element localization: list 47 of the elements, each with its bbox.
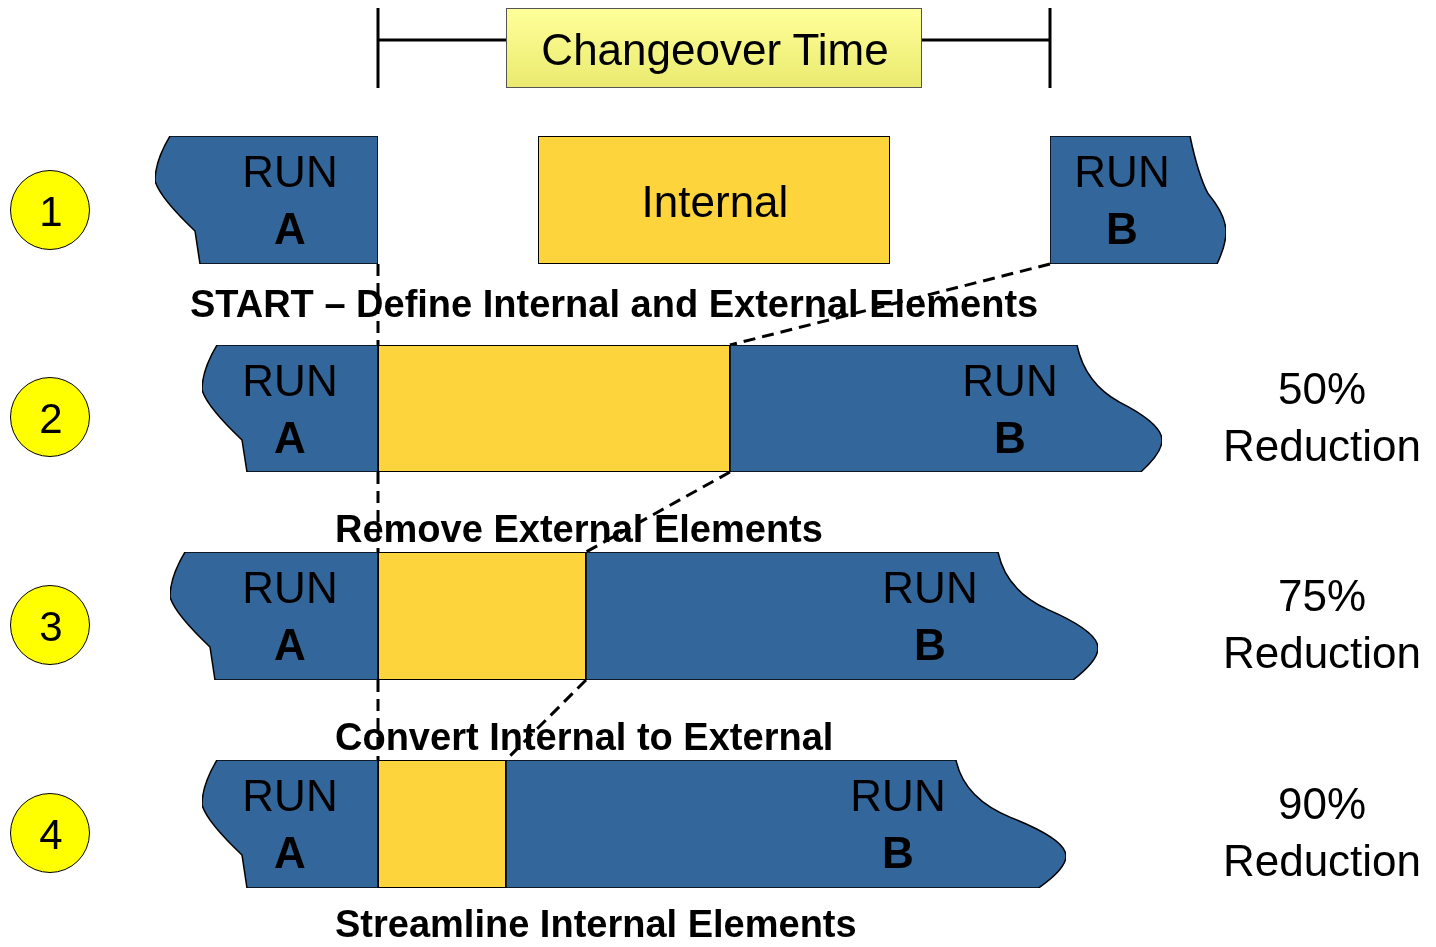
- changeover-time-box: [506, 8, 922, 88]
- step-caption: START – Define Internal and External Elements: [190, 283, 1039, 326]
- step-caption: Convert Internal to External: [335, 716, 834, 759]
- run-block: [202, 345, 378, 472]
- product-letter: A: [274, 827, 306, 879]
- run-block: [155, 136, 378, 264]
- step-number: 3: [39, 601, 63, 652]
- step-number: 4: [39, 809, 63, 860]
- run-label: RUN: [242, 770, 338, 822]
- run-label: RUN: [1074, 146, 1170, 198]
- run-label: RUN: [962, 354, 1058, 407]
- dashed-line: [376, 472, 380, 552]
- run-label: RUN: [242, 354, 338, 407]
- run-label: RUN: [242, 146, 338, 198]
- run-label: RUN: [882, 562, 978, 614]
- reduction-note: 50% Reduction: [1221, 363, 1423, 472]
- product-letter: B: [882, 827, 914, 879]
- dashed-line: [585, 470, 731, 554]
- reduction-note: 90% Reduction: [1221, 778, 1423, 887]
- run-block: [730, 345, 1162, 472]
- internal-time-block: [378, 345, 730, 472]
- run-block: [1050, 136, 1226, 264]
- internal-time-block: [538, 136, 890, 264]
- dashed-line: [376, 264, 380, 345]
- run-block: [170, 552, 378, 680]
- product-letter: B: [914, 619, 946, 671]
- block-label: Internal: [641, 175, 789, 228]
- step-number: 1: [39, 186, 63, 237]
- dashed-line: [729, 262, 1051, 347]
- run-block: [506, 760, 1066, 888]
- step-caption: Remove External Elements: [335, 508, 823, 551]
- reduction-note: 75% Reduction: [1221, 570, 1423, 679]
- internal-time-block: [378, 760, 506, 888]
- run-block: [202, 760, 378, 888]
- dashed-line: [376, 680, 380, 760]
- step-number: 2: [39, 393, 63, 444]
- step-caption: Streamline Internal Elements: [335, 903, 857, 946]
- run-label: RUN: [850, 770, 946, 822]
- heading-text: Changeover Time: [541, 23, 889, 76]
- product-letter: A: [274, 619, 306, 671]
- product-letter: A: [274, 411, 306, 464]
- run-block: [586, 552, 1098, 680]
- run-label: RUN: [242, 562, 338, 614]
- product-letter: B: [1106, 203, 1138, 255]
- internal-time-block: [378, 552, 586, 680]
- product-letter: A: [274, 203, 306, 255]
- product-letter: B: [994, 411, 1026, 464]
